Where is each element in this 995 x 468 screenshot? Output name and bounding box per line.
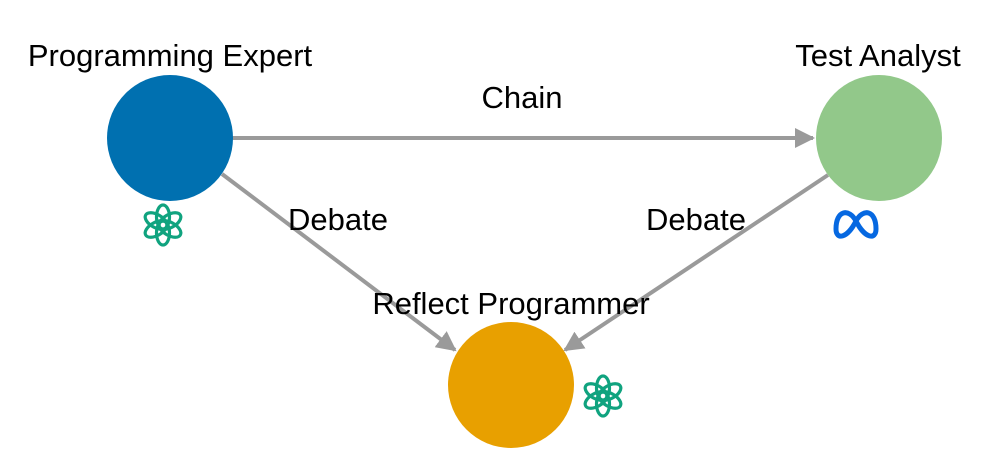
reflect-programmer-label: Reflect Programmer <box>372 286 649 321</box>
chain-label: Chain <box>482 80 563 115</box>
programming-expert-node <box>107 75 233 201</box>
debate-right-arrow <box>563 173 830 352</box>
test-analyst-label: Test Analyst <box>795 38 961 73</box>
debate-left-arrow <box>220 172 457 352</box>
debate-left-label: Debate <box>288 202 388 237</box>
openai-logo-icon <box>143 203 183 247</box>
programming-expert-label: Programming Expert <box>28 38 313 73</box>
test-analyst-node <box>816 75 942 201</box>
openai-logo-icon <box>583 374 623 418</box>
meta-logo-icon <box>833 210 879 239</box>
reflect-programmer-node <box>448 322 574 448</box>
debate-right-label: Debate <box>646 202 746 237</box>
